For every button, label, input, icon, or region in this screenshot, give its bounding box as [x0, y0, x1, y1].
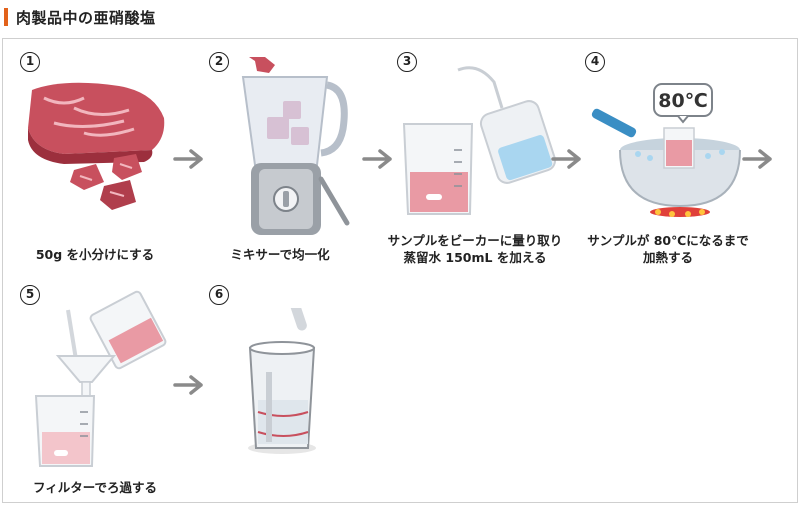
- beaker-wash-bottle-icon: [402, 66, 557, 215]
- arrow-right-icon: [362, 149, 392, 169]
- meat-block-icon: [28, 82, 165, 210]
- arrow-right-icon: [551, 149, 581, 169]
- step-4-number: 4: [585, 52, 605, 72]
- step-3-caption: サンプルをビーカーに量り取り 蒸留水 150mL を加える: [387, 233, 563, 265]
- step-2-number: 2: [209, 52, 229, 72]
- blender-icon: [241, 57, 350, 235]
- step-1-number: 1: [20, 52, 40, 72]
- test-tube-icon: [248, 308, 316, 454]
- arrow-right-icon: [742, 149, 772, 169]
- heated-pot-icon: 80℃: [591, 83, 741, 217]
- thermo-label: 80℃: [658, 90, 707, 112]
- page-title: 肉製品中の亜硝酸塩: [16, 9, 156, 27]
- step-2-caption: ミキサーで均一化: [230, 247, 330, 262]
- title-accent-bar: [4, 8, 8, 26]
- arrow-right-icon: [173, 375, 203, 395]
- step-5-caption: フィルターでろ過する: [32, 480, 157, 495]
- step-5-number: 5: [20, 285, 40, 305]
- header: 肉製品中の亜硝酸塩: [0, 0, 800, 36]
- arrow-right-icon: [173, 149, 203, 169]
- funnel-filter-icon: [34, 290, 167, 467]
- step-6-number: 6: [209, 285, 229, 305]
- step-4-caption: サンプルが 80℃になるまで 加熱する: [587, 233, 749, 265]
- step-1-caption: 50g を小分けにする: [35, 247, 155, 262]
- step-3-number: 3: [397, 52, 417, 72]
